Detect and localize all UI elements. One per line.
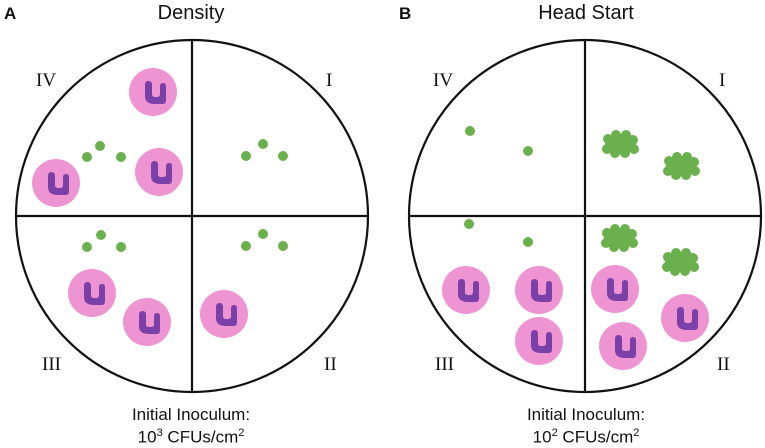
panel-letter: B (399, 4, 412, 23)
bacterium-dot-icon (464, 219, 474, 229)
inoculum-caption: Initial Inoculum: 103 CFUs/cm2 (0, 405, 382, 447)
bacterium-dot-icon (241, 151, 251, 161)
caption-base: 10 (137, 427, 157, 447)
bacterium-dot-icon (258, 229, 268, 239)
bacterium-dot-icon (258, 139, 268, 149)
caption-unit: CFUs/cm (557, 427, 634, 447)
bacterium-dot-icon (278, 241, 288, 251)
panel-a-figure: IV I III II (14, 38, 370, 394)
bacterium-dot-icon (116, 152, 126, 162)
quadrant-label-iv: IV (433, 70, 453, 91)
bacterium-dot-icon (523, 237, 533, 247)
caption-unit-exponent: 2 (633, 427, 640, 439)
bacterial-cluster-icon (663, 152, 700, 180)
bacterial-cluster-icon (601, 224, 638, 252)
quadrant-label-i: I (326, 70, 332, 91)
neutrophil-icon (515, 266, 563, 314)
bacterium-dot-icon (465, 126, 475, 136)
neutrophil-icon (661, 294, 709, 342)
bacterium-dot-icon (96, 230, 106, 240)
panel-b-figure: IV I III II (407, 38, 763, 394)
neutrophil-icon (515, 317, 563, 365)
caption-line-1: Initial Inoculum: (131, 405, 251, 424)
caption-exponent: 3 (156, 427, 163, 439)
caption-exponent: 2 (551, 427, 558, 439)
bacterium-dot-icon (523, 146, 533, 156)
panel-letter: A (4, 4, 17, 23)
quadrant-label-iv: IV (36, 70, 56, 91)
bacterium-dot-icon (82, 152, 92, 162)
quadrant-label-iii: III (42, 354, 61, 375)
neutrophil-icon (591, 265, 639, 313)
neutrophil-icon (68, 269, 116, 317)
neutrophil-icon (599, 322, 647, 370)
quadrant-label-iii: III (435, 354, 454, 375)
bacterium-dot-icon (82, 242, 92, 252)
bacterium-dot-icon (278, 151, 288, 161)
bacterium-dot-icon (241, 241, 251, 251)
caption-unit-exponent: 2 (238, 427, 245, 439)
neutrophil-icon (32, 159, 80, 207)
caption-line-2: 102 CFUs/cm2 (395, 424, 765, 447)
panel-a: IV I III II A Density Initial Inoculum: … (0, 0, 382, 448)
neutrophil-icon (123, 298, 171, 346)
caption-unit: CFUs/cm (162, 427, 239, 447)
neutrophil-icon (129, 68, 177, 116)
neutrophil-icon (442, 266, 490, 314)
inoculum-caption: Initial Inoculum: 102 CFUs/cm2 (395, 405, 765, 447)
bacterium-dot-icon (95, 141, 105, 151)
caption-line-2: 103 CFUs/cm2 (0, 424, 382, 447)
panel-title: Head Start (538, 2, 634, 24)
panel-title: Density (157, 2, 225, 24)
neutrophil-icon (200, 290, 248, 338)
neutrophil-icon (135, 148, 183, 196)
bacterial-cluster-icon (662, 248, 699, 276)
quadrant-label-i: I (719, 70, 725, 91)
quadrant-label-ii: II (717, 354, 730, 375)
panel-b: IV I III II B Head Start Initial Inoculu… (395, 0, 765, 448)
quadrant-label-ii: II (324, 354, 337, 375)
caption-line-1: Initial Inoculum: (526, 405, 646, 424)
bacterium-dot-icon (116, 242, 126, 252)
bacterial-cluster-icon (602, 130, 639, 158)
caption-base: 10 (532, 427, 552, 447)
